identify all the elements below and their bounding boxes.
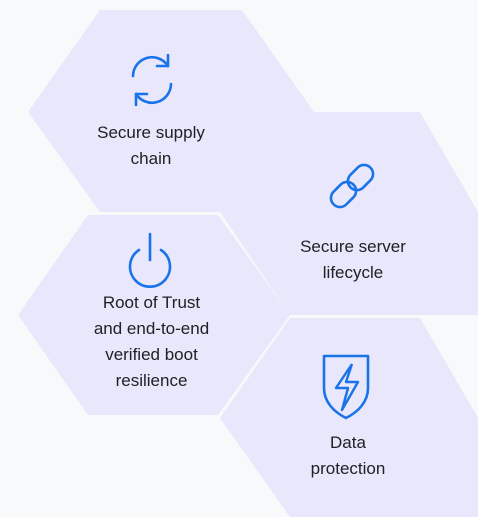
shield-bolt-icon [322,354,370,420]
power-icon [128,232,172,288]
link-icon [329,163,375,209]
label-line: chain [130,149,172,168]
hexagon-root-of-trust [18,215,290,415]
label-line: resilience [115,371,188,390]
hex-label-secure-supply-chain: Secure supply chain [71,120,231,172]
hex-label-secure-server-lifecycle: Secure server lifecycle [273,234,433,286]
label-line: lifecycle [322,263,384,282]
label-line: and end-to-end [93,319,210,338]
label-line: Data [330,433,366,452]
refresh-icon [131,53,173,107]
label-line: Secure supply [97,123,205,142]
label-line: Secure server [300,237,406,256]
label-line: protection [310,459,386,478]
hex-label-data-protection: Data protection [273,430,423,482]
label-line: Root of Trust [102,293,201,312]
hexagon-secure-server-lifecycle [220,112,478,315]
label-line: verified boot [105,345,198,364]
hex-label-root-of-trust: Root of Trust and end-to-end verified bo… [69,290,234,394]
hexagon-secure-supply-chain [28,10,314,212]
